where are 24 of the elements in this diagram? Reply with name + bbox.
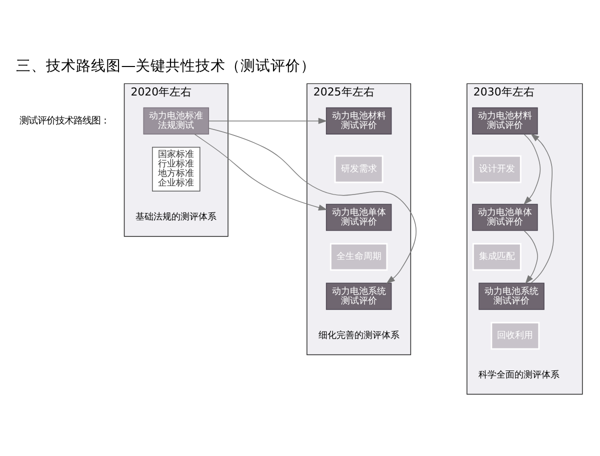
arrow (208, 128, 416, 284)
node-box: 动力电池标准法规测试 (143, 107, 210, 134)
node-box: 动力电池单体测试评价 (326, 204, 392, 231)
node-box: 设计开发 (472, 155, 522, 184)
node-box: 全生命周期 (330, 242, 388, 271)
label: 测试评价技术路线图： (19, 115, 110, 126)
arrow (208, 118, 328, 124)
arrow (524, 230, 538, 284)
node-box: 动力电池材料测试评价 (326, 107, 392, 134)
arrow (194, 134, 328, 211)
diagram-title: 三、技术路线图—关键共性技术（测试评价） (16, 58, 316, 75)
node-box: 国家标准行业标准地方标准企业标准 (152, 146, 200, 192)
arrow (523, 134, 541, 205)
node-label: 科学全面的测评体系 (478, 370, 560, 380)
node-box: 动力电池单体测试评价 (472, 204, 538, 231)
node-box: 集成匹配 (472, 242, 522, 271)
node-label: 细化完善的测评体系 (318, 331, 400, 342)
node-box: 研发需求 (334, 155, 384, 184)
node-box: 动力电池系统测试评价 (478, 282, 544, 310)
arrow (530, 133, 554, 284)
node-box: 动力电池系统测试评价 (326, 282, 392, 310)
node-label: 基础法规的测评体系 (136, 212, 217, 223)
node-box: 回收利用 (490, 322, 540, 350)
node-box: 动力电池材料测试评价 (472, 107, 538, 134)
